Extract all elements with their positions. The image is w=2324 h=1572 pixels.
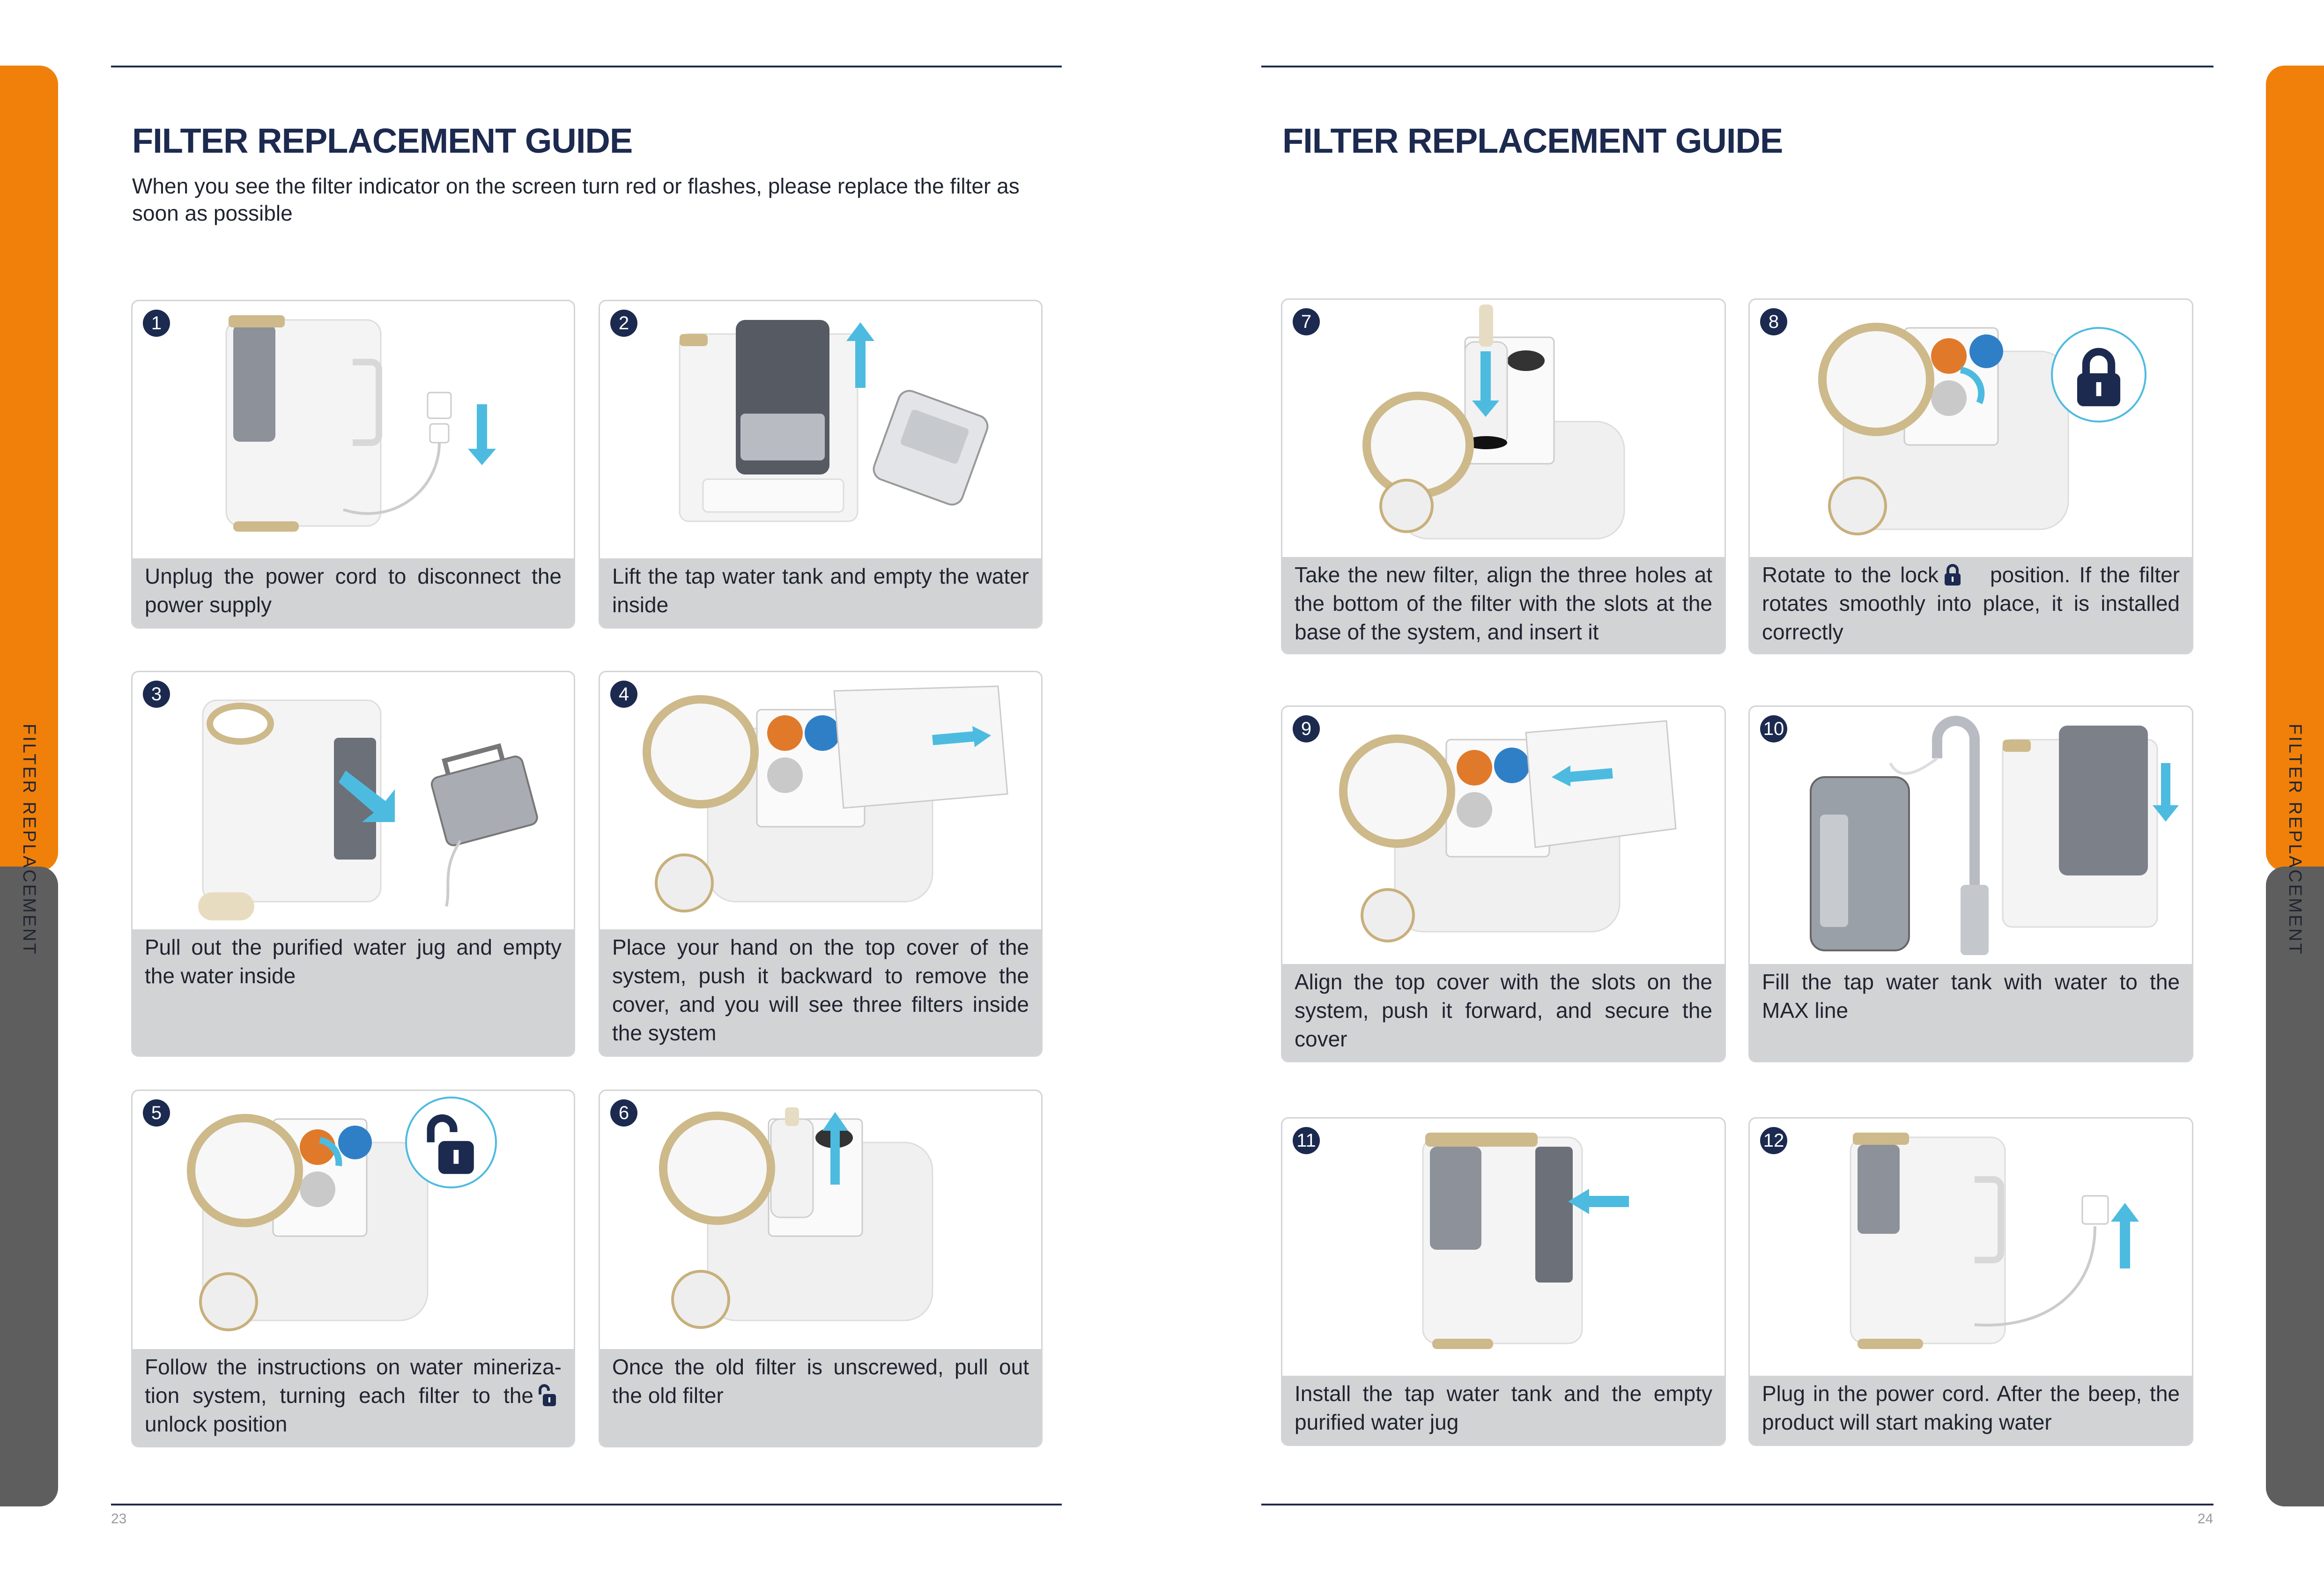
step-number-badge: 12 (1760, 1127, 1787, 1154)
left-page-intro: When you see the filter indicator on the… (132, 174, 1020, 225)
left-side-tab-orange (0, 66, 58, 871)
fill-tank-illustration (1810, 716, 2179, 955)
arrow-icon (932, 726, 991, 747)
insert-new-filter-illustration (1362, 304, 1625, 540)
step-number-badge: 5 (143, 1099, 170, 1127)
step-caption: Unplug the power cord to disconnect the … (133, 558, 574, 627)
step-card-5: 5 Follow the instructions on water miner… (131, 1090, 575, 1447)
step-number-badge: 2 (610, 310, 637, 337)
remove-old-filter-illustration (659, 1107, 933, 1329)
right-side-tab-label: FILTER REPLACEMENT (2285, 724, 2305, 956)
left-side-tab-grey (0, 867, 58, 1506)
step-card-11: 11 Install the tap water tank and the em… (1281, 1117, 1726, 1446)
left-bottom-rule (111, 1504, 1062, 1505)
step-card-2: 2 Lift the tap water tank and empty the … (599, 300, 1043, 629)
dispenser-unplug-illustration (225, 315, 496, 532)
step-caption: Once the old filter is unscrewed, pull o… (600, 1349, 1041, 1446)
left-top-rule (111, 66, 1062, 67)
left-side-tab-label: FILTER REPLACEMENT (19, 724, 39, 956)
install-tank-illustration (1422, 1133, 1629, 1349)
step-number-badge: 1 (143, 310, 170, 337)
arrow-icon (1568, 1189, 1629, 1214)
step-number-badge: 8 (1760, 308, 1787, 335)
lock-icon (1943, 564, 1962, 586)
step-caption: Follow the instructions on water mineriz… (133, 1349, 574, 1446)
right-page-title: FILTER REPLACEMENT GUIDE (1282, 121, 1783, 160)
pull-jug-illustration (198, 699, 538, 920)
step-card-6: 6 Once the old filter is unscrewed, pull… (599, 1090, 1043, 1447)
plug-in-illustration (1850, 1133, 2139, 1349)
step-card-1: 1 Unplug the power cord to disconnect th… (131, 300, 575, 629)
step-number-badge: 7 (1293, 308, 1320, 335)
step-caption: Lift the tap water tank and empty the wa… (600, 558, 1041, 627)
arrow-icon (1472, 351, 1499, 417)
arrow-icon (2111, 1203, 2139, 1268)
right-top-rule (1261, 66, 2213, 67)
right-page-number: 24 (2198, 1511, 2213, 1527)
step-card-10: 10 Fill the tap water tank with water to… (1748, 705, 2193, 1062)
step-card-7: 7 Take the new filter, align the three h… (1281, 298, 1726, 654)
step-caption: Pull out the purified water jug and empt… (133, 929, 574, 1055)
arrow-icon (2153, 763, 2179, 822)
right-side-tab-orange (2266, 66, 2324, 871)
left-page-number: 23 (111, 1511, 127, 1527)
step-number-badge: 11 (1293, 1127, 1320, 1154)
step-number-badge: 3 (143, 681, 170, 708)
step-card-9: 9 Align the top cover with the slots on … (1281, 705, 1726, 1062)
step-number-badge: 10 (1760, 715, 1787, 742)
unlock-icon (538, 1384, 557, 1407)
right-bottom-rule (1261, 1504, 2213, 1505)
lock-filter-illustration (1818, 323, 2146, 535)
arrow-icon (339, 771, 395, 822)
step-card-12: 12 Plug in the power cord. After the bee… (1748, 1117, 2193, 1446)
unlock-filter-illustration (187, 1097, 497, 1331)
step-number-badge: 6 (610, 1099, 637, 1127)
right-side-tab-grey (2266, 867, 2324, 1506)
step-number-badge: 9 (1293, 715, 1320, 742)
step-caption: Plug in the power cord. After the beep, … (1750, 1376, 2192, 1445)
step-card-3: 3 Pull out the purified water jug and em… (131, 671, 575, 1057)
arrow-icon (1552, 765, 1613, 786)
replace-cover-illustration (1339, 720, 1677, 942)
step-card-4: 4 Place your hand on the top cover of th… (599, 671, 1043, 1057)
left-page-title: FILTER REPLACEMENT GUIDE (132, 121, 633, 160)
step-caption: Align the top cover with the slots on th… (1282, 964, 1724, 1061)
lift-tank-illustration (679, 320, 989, 522)
remove-cover-illustration (643, 685, 1008, 912)
arrow-icon (822, 1112, 848, 1185)
step-number-badge: 4 (610, 681, 637, 708)
step-caption: Place your hand on the top cover of the … (600, 929, 1041, 1055)
arrow-icon (468, 404, 496, 465)
step-caption: Take the new filter, align the three hol… (1282, 557, 1724, 653)
step-caption: Install the tap water tank and the empty… (1282, 1376, 1724, 1445)
step-caption: Fill the tap water tank with water to th… (1750, 964, 2192, 1061)
arrow-icon (846, 322, 874, 388)
